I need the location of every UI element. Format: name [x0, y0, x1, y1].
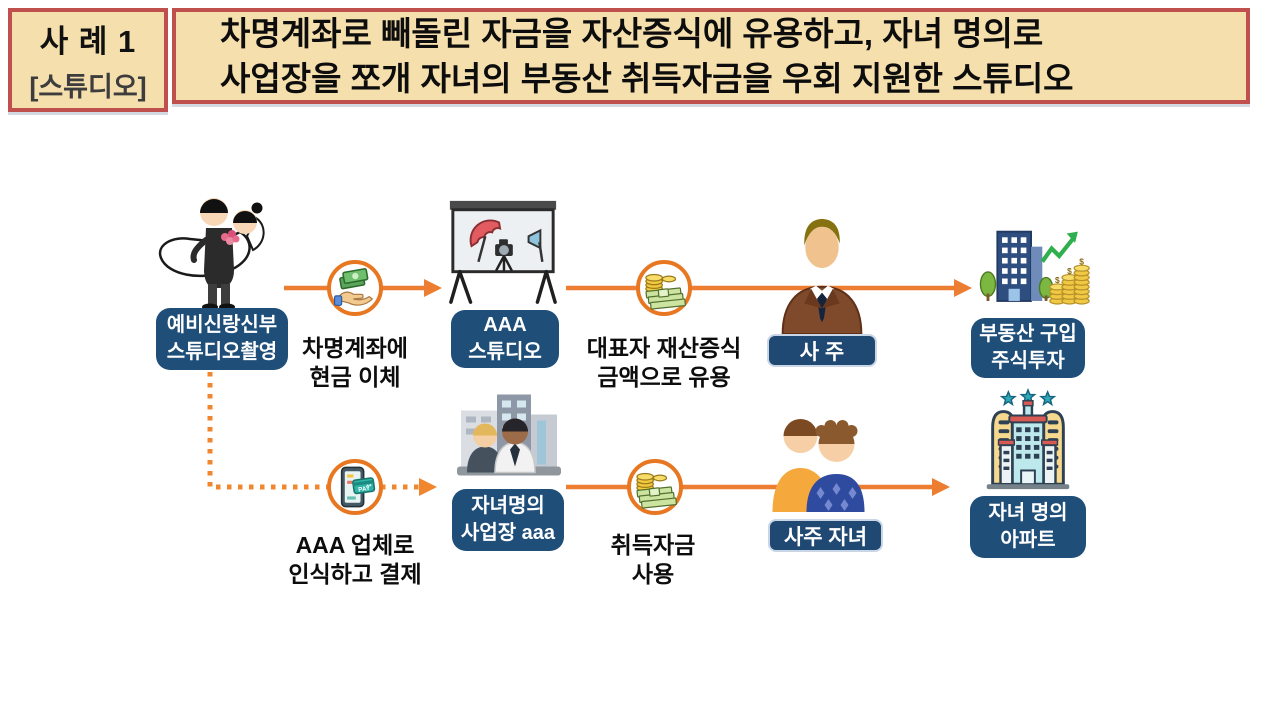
- case-number-box: 사 례 1 [스튜디오]: [8, 8, 168, 112]
- dollar-glyph: $: [1079, 256, 1084, 266]
- transfer-caption-line2: 현금 이체: [309, 364, 401, 390]
- misuse-caption: 대표자 재산증식 금액으로 유용: [554, 334, 774, 392]
- studio-label: AAA 스튜디오: [451, 310, 559, 368]
- case-title-line1: 차명계좌로 빼돌린 자금을 자산증식에 유용하고, 자녀 명의로: [220, 15, 1044, 52]
- misuse-caption-line1: 대표자 재산증식: [586, 335, 742, 361]
- misuse-money-badge: [636, 260, 692, 316]
- case-category: [스튜디오]: [29, 72, 147, 102]
- couple-label: 예비신랑신부 스튜디오촬영: [156, 308, 288, 370]
- case-title-box: 차명계좌로 빼돌린 자금을 자산증식에 유용하고, 자녀 명의로 사업장을 쪼개…: [172, 8, 1250, 104]
- business-label: 자녀명의 사업장 aaa: [452, 489, 564, 551]
- mobile-pay-icon: PAY: [340, 466, 376, 508]
- studio-label-line2: 스튜디오: [468, 341, 542, 363]
- apartment-label: 자녀 명의 아파트: [970, 496, 1086, 558]
- payment-caption-line2: 인식하고 결제: [288, 561, 422, 587]
- mobile-pay-badge: PAY: [327, 459, 383, 515]
- invest-label-line2: 주식투자: [991, 350, 1065, 372]
- split-business-icon: [457, 394, 561, 476]
- wedding-couple-icon: [158, 198, 265, 310]
- businessman-icon: [781, 218, 863, 334]
- business-label-line1: 자녀명의: [471, 495, 545, 517]
- case-number: 사 례 1: [39, 24, 137, 59]
- funds-caption-line2: 사용: [631, 561, 675, 587]
- apartment-label-line2: 아파트: [1000, 529, 1056, 551]
- transfer-caption-line1: 차명계좌에: [302, 335, 408, 361]
- transfer-caption: 차명계좌에 현금 이체: [255, 334, 455, 392]
- cash-hand-icon: [333, 268, 374, 306]
- money-pile-icon: [636, 472, 677, 509]
- photo-studio-icon: [449, 200, 557, 304]
- acquisition-funds-badge: [627, 459, 683, 515]
- owner-label: 사 주: [767, 334, 877, 367]
- apartment-icon: [986, 388, 1070, 490]
- payment-caption-line1: AAA 업체로: [295, 532, 415, 558]
- owner-children-icon: [772, 419, 865, 512]
- funds-caption-line1: 취득자금: [610, 532, 696, 558]
- dollar-glyph: $: [1055, 275, 1060, 285]
- apartment-label-line1: 자녀 명의: [988, 502, 1068, 524]
- funds-caption: 취득자금 사용: [553, 531, 753, 589]
- case-title-line2: 사업장을 쪼개 자녀의 부동산 취득자금을 우회 지원한 스튜디오: [220, 60, 1074, 97]
- misuse-caption-line2: 금액으로 유용: [597, 364, 731, 390]
- payment-caption: AAA 업체로 인식하고 결제: [255, 531, 455, 589]
- children-label: 사주 자녀: [768, 519, 883, 552]
- cash-transfer-badge: [327, 260, 383, 316]
- couple-label-line2: 스튜디오촬영: [166, 341, 278, 363]
- studio-label-line1: AAA: [483, 314, 527, 336]
- building-stocks-icon: $ $ $: [979, 230, 1090, 305]
- invest-label-line1: 부동산 구입: [979, 323, 1077, 345]
- invest-label: 부동산 구입 주식투자: [971, 318, 1085, 378]
- dollar-glyph: $: [1067, 266, 1072, 276]
- couple-label-line1: 예비신랑신부: [166, 314, 278, 336]
- money-pile-icon: [645, 273, 686, 310]
- pay-text: PAY: [358, 485, 372, 494]
- business-label-line2: 사업장 aaa: [460, 522, 556, 544]
